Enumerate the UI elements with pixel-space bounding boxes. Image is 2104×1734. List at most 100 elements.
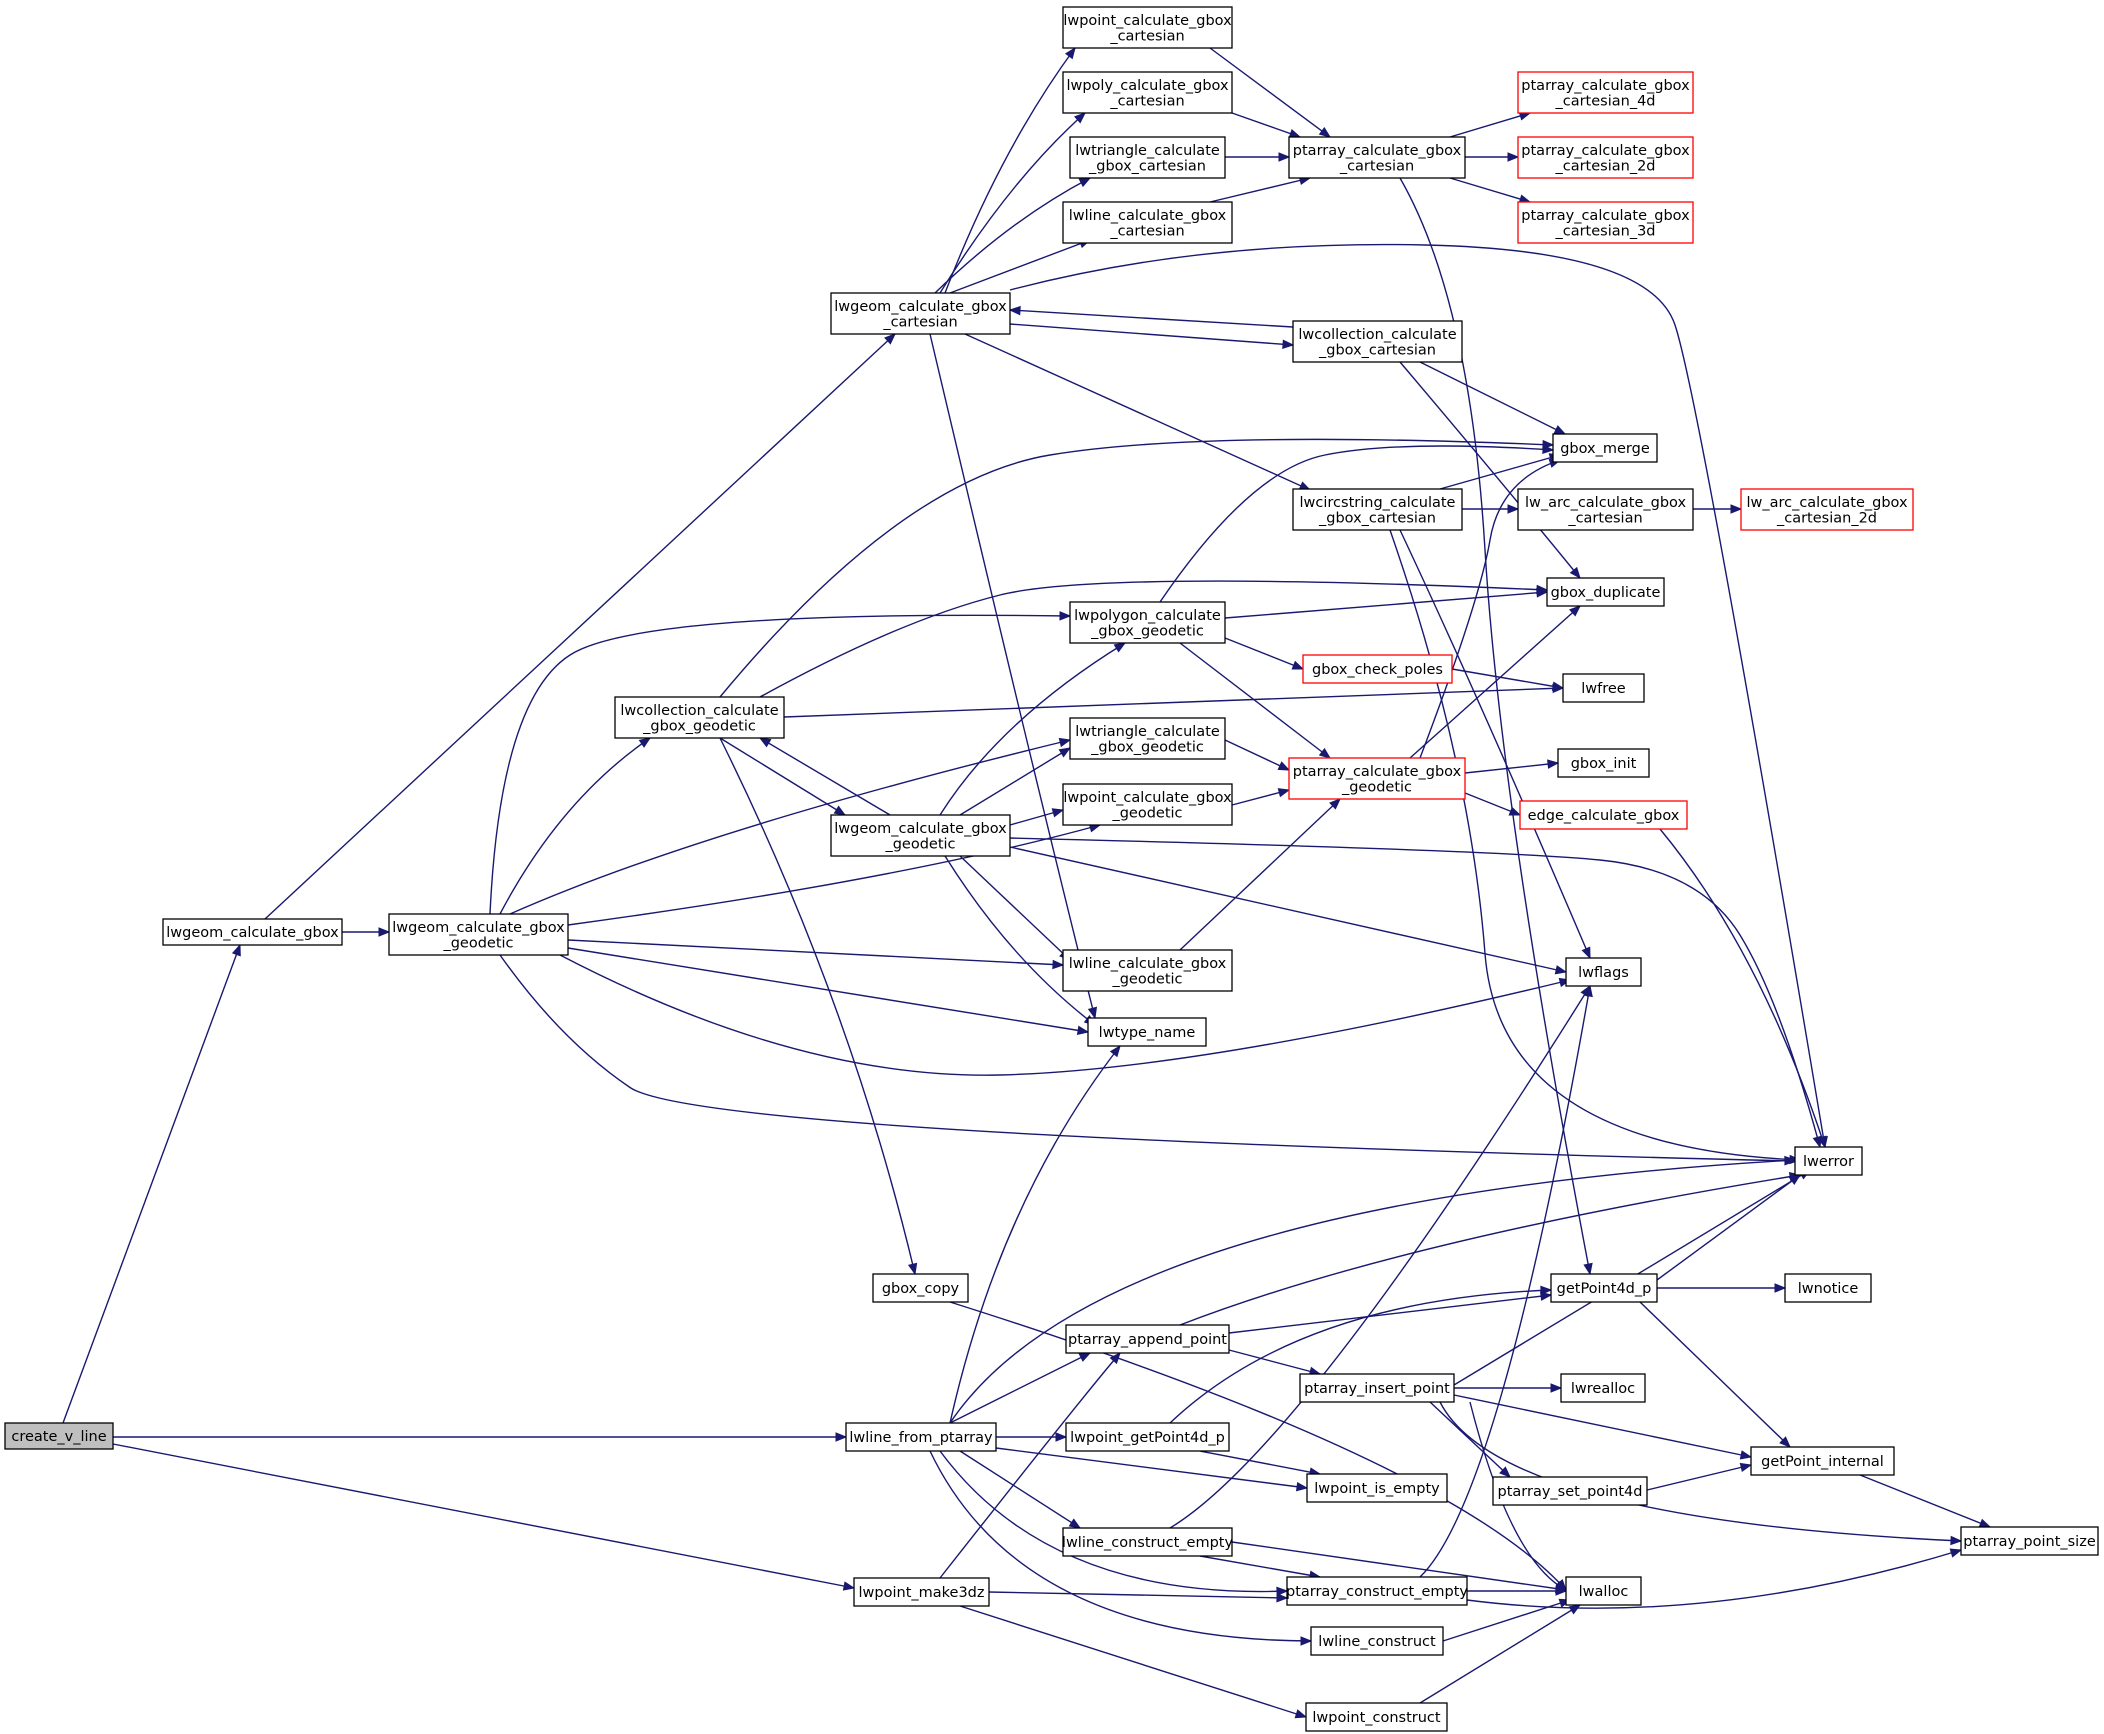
node-lw_arc_calculate_gbox_cartesian_2d[interactable]: lw_arc_calculate_gbox_cartesian_2d (1740, 488, 1914, 531)
edge-lwpolygon_calculate_gbox_geodetic-to-gbox_duplicate (1224, 591, 1548, 619)
node-lwtype_name[interactable]: lwtype_name (1087, 1017, 1207, 1047)
node-box (1552, 433, 1658, 463)
arrowhead-lwpoint_is_empty (1295, 1481, 1309, 1492)
node-lwgeom_calculate_gbox_cartesian[interactable]: lwgeom_calculate_gbox_cartesian (830, 292, 1011, 335)
node-lwcollection_calculate_gbox_geodetic[interactable]: lwcollection_calculate_gbox_geodetic (614, 696, 785, 739)
arrowhead-getPoint4d_p (1540, 1291, 1553, 1301)
node-lwerror[interactable]: lwerror (1794, 1146, 1863, 1176)
node-lw_arc_calculate_gbox_cartesian[interactable]: lw_arc_calculate_gbox_cartesian (1517, 488, 1694, 531)
arrowhead-lwtriangle_calculate_gbox_geodetic (1058, 747, 1072, 758)
node-lwrealloc[interactable]: lwrealloc (1560, 1373, 1646, 1403)
call-edges (62, 46, 1992, 1719)
node-box (1750, 1446, 1895, 1476)
arrowhead-lw_arc_calculate_gbox_cartesian (1507, 504, 1520, 514)
node-box (1062, 1527, 1233, 1557)
node-ptarray_calculate_gbox_geodetic[interactable]: ptarray_calculate_gbox_geodetic (1288, 757, 1466, 800)
node-label: _cartesian (1339, 158, 1414, 174)
node-gbox_duplicate[interactable]: gbox_duplicate (1546, 577, 1665, 607)
node-box (162, 918, 343, 946)
node-gbox_copy[interactable]: gbox_copy (872, 1273, 969, 1303)
arrowhead-lwcollection_calculate_gbox_geodetic (758, 737, 772, 748)
arrowhead-lwpoint_calculate_gbox_cartesian (1064, 46, 1076, 60)
node-lwpoint_is_empty[interactable]: lwpoint_is_empty (1306, 1473, 1448, 1503)
node-create_v_line[interactable]: create_v_line (4, 1422, 114, 1450)
node-gbox_check_poles[interactable]: gbox_check_poles (1302, 654, 1453, 684)
node-ptarray_calculate_gbox_cartesian_3d[interactable]: ptarray_calculate_gbox_cartesian_3d (1517, 201, 1694, 244)
node-label: ptarray_point_size (1963, 1534, 2096, 1550)
node-label: ptarray_construct_empty (1286, 1584, 1468, 1600)
node-lwgeom_calculate_gbox[interactable]: lwgeom_calculate_gbox (162, 918, 343, 946)
node-ptarray_calculate_gbox_cartesian_4d[interactable]: ptarray_calculate_gbox_cartesian_4d (1517, 71, 1694, 114)
node-lwalloc[interactable]: lwalloc (1565, 1576, 1642, 1606)
edge-lwpoint_make3dz-to-ptarray_append_point (939, 1352, 1121, 1579)
node-lwfree[interactable]: lwfree (1562, 673, 1645, 703)
edge-lwpoint_calculate_gbox_cartesian-to-ptarray_calculate_gbox_cartesian (1209, 47, 1331, 138)
node-label: _cartesian_2d (1776, 510, 1877, 526)
node-lwgeom_calculate_gbox_geodetic2[interactable]: lwgeom_calculate_gbox_geodetic (830, 814, 1011, 857)
node-box (1069, 136, 1226, 179)
node-lwline_construct_empty[interactable]: lwline_construct_empty (1062, 1527, 1234, 1557)
arrowhead-ptarray_calculate_gbox_geodetic (1329, 798, 1341, 810)
node-ptarray_construct_empty[interactable]: ptarray_construct_empty (1286, 1576, 1468, 1606)
edge-lwline_calculate_gbox_cartesian-to-ptarray_calculate_gbox_cartesian (1209, 177, 1311, 203)
node-ptarray_append_point[interactable]: ptarray_append_point (1065, 1324, 1230, 1354)
node-lwpoint_calculate_gbox_geodetic[interactable]: lwpoint_calculate_gbox_geodetic (1062, 783, 1233, 826)
node-lwtriangle_calculate_gbox_geodetic[interactable]: lwtriangle_calculate_gbox_geodetic (1069, 717, 1226, 760)
node-lwline_calculate_gbox_cartesian[interactable]: lwline_calculate_gbox_cartesian (1062, 201, 1233, 244)
node-edge_calculate_gbox[interactable]: edge_calculate_gbox (1519, 800, 1688, 830)
edge-lwcollection_calculate_gbox_cartesian-to-lwgeom_calculate_gbox_cartesian (1009, 309, 1294, 328)
node-label: lwtriangle_calculate (1075, 143, 1220, 159)
node-gbox_merge[interactable]: gbox_merge (1552, 433, 1658, 463)
node-lwpoint_make3dz[interactable]: lwpoint_make3dz (853, 1577, 990, 1607)
edge-lwgeom_calculate_gbox_cartesian-to-lwtriangle_calculate_gbox_cartesian (934, 177, 1091, 294)
node-box (853, 1577, 990, 1607)
node-ptarray_calculate_gbox_cartesian[interactable]: ptarray_calculate_gbox_cartesian (1288, 136, 1466, 179)
arrowhead-lwtype_name (1087, 1006, 1098, 1020)
node-box (388, 913, 569, 956)
edge-lwpoint_make3dz-to-lwpoint_construct (959, 1605, 1307, 1718)
node-gbox_init[interactable]: gbox_init (1557, 748, 1650, 778)
node-lwpoint_getPoint4d_p[interactable]: lwpoint_getPoint4d_p (1065, 1422, 1230, 1452)
node-box (1519, 800, 1688, 830)
node-lwline_construct[interactable]: lwline_construct (1310, 1626, 1444, 1656)
node-lwgeom_calculate_gbox_geodetic[interactable]: lwgeom_calculate_gbox_geodetic (388, 913, 569, 956)
node-ptarray_point_size[interactable]: ptarray_point_size (1960, 1526, 2099, 1556)
node-lwpolygon_calculate_gbox_geodetic[interactable]: lwpolygon_calculate_gbox_geodetic (1069, 601, 1226, 644)
node-lwpoly_calculate_gbox_cartesian[interactable]: lwpoly_calculate_gbox_cartesian (1062, 71, 1233, 114)
node-lwline_calculate_gbox_geodetic[interactable]: lwline_calculate_gbox_geodetic (1062, 949, 1233, 992)
node-box (1062, 783, 1233, 826)
node-ptarray_calculate_gbox_cartesian_2d[interactable]: ptarray_calculate_gbox_cartesian_2d (1517, 136, 1694, 179)
node-lwline_from_ptarray[interactable]: lwline_from_ptarray (845, 1422, 997, 1452)
arrowhead-gbox_duplicate (1536, 584, 1549, 595)
node-ptarray_insert_point[interactable]: ptarray_insert_point (1299, 1373, 1455, 1403)
node-label: ptarray_calculate_gbox (1521, 78, 1690, 94)
node-label: lwline_from_ptarray (849, 1430, 993, 1446)
node-label: ptarray_calculate_gbox (1521, 208, 1690, 224)
arrowhead-getPoint_internal (1779, 1436, 1791, 1448)
node-lwtriangle_calculate_gbox_cartesian[interactable]: lwtriangle_calculate_gbox_cartesian (1069, 136, 1226, 179)
node-ptarray_set_point4d[interactable]: ptarray_set_point4d (1492, 1476, 1648, 1506)
edge-lwcollection_calculate_gbox_geodetic-to-gbox_merge (719, 438, 1554, 698)
node-box (1306, 1473, 1448, 1503)
node-label: ptarray_calculate_gbox (1521, 143, 1690, 159)
arrowhead-lw_arc_calculate_gbox_cartesian_2d (1730, 504, 1743, 514)
node-box (830, 292, 1011, 335)
node-lwcircstring_calculate_gbox_cartesian[interactable]: lwcircstring_calculate_gbox_cartesian (1292, 488, 1463, 531)
node-label: lwpoint_calculate_gbox (1063, 790, 1232, 806)
node-label: ptarray_calculate_gbox (1293, 143, 1462, 159)
node-box (1740, 488, 1914, 531)
edge-lwgeom_calculate_gbox_geodetic-to-lwcollection_calculate_gbox_geodetic (499, 737, 651, 915)
arrowhead-lwtype_name (1109, 1044, 1121, 1058)
node-getPoint4d_p[interactable]: getPoint4d_p (1550, 1273, 1658, 1303)
node-lwflags[interactable]: lwflags (1565, 957, 1642, 987)
node-getPoint_internal[interactable]: getPoint_internal (1750, 1446, 1895, 1476)
edge-ptarray_construct_empty-to-lwflags (1419, 985, 1591, 1578)
node-lwnotice[interactable]: lwnotice (1784, 1273, 1872, 1303)
edge-lwgeom_calculate_gbox_geodetic2-to-lwflags (1009, 846, 1567, 973)
node-lwcollection_calculate_gbox_cartesian[interactable]: lwcollection_calculate_gbox_cartesian (1292, 320, 1463, 363)
node-lwpoint_construct[interactable]: lwpoint_construct (1305, 1702, 1448, 1732)
node-label: getPoint_internal (1761, 1454, 1884, 1470)
node-label: _cartesian (882, 314, 957, 330)
node-lwpoint_calculate_gbox_cartesian[interactable]: lwpoint_calculate_gbox_cartesian (1062, 6, 1233, 49)
edge-lwgeom_calculate_gbox_cartesian-to-lwcircstring_calculate_gbox_cartesian (964, 333, 1311, 491)
